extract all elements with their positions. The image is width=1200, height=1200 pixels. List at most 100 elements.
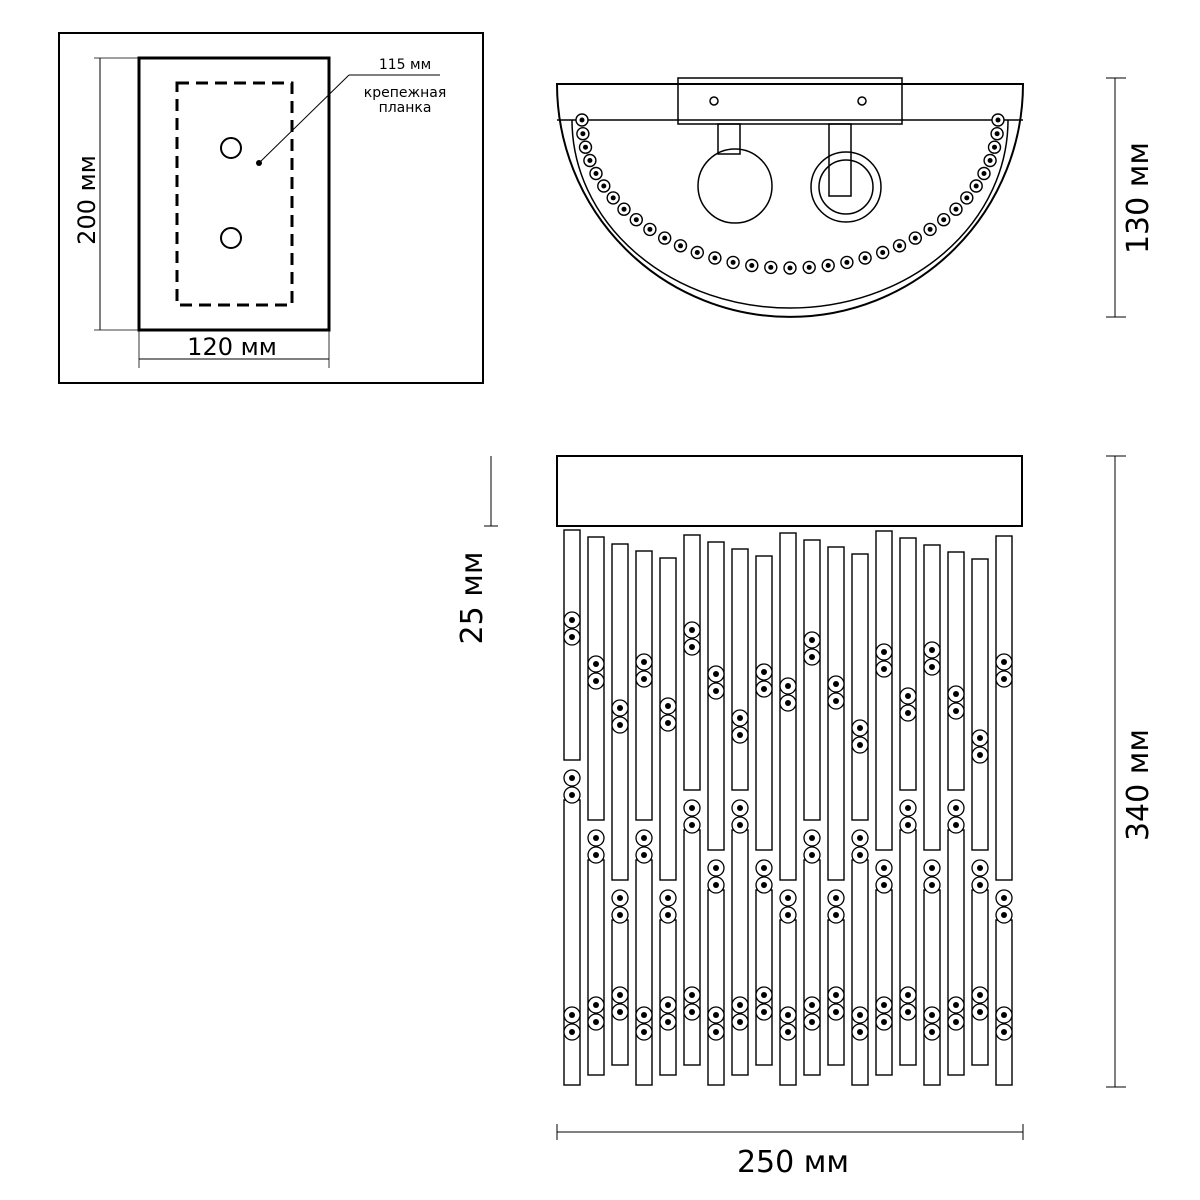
crystal-bead-facet [593, 678, 599, 684]
crystal-bead-facet [569, 1012, 575, 1018]
crystal-bead-facet [857, 742, 863, 748]
crystal-bead-facet [881, 882, 887, 888]
crystal-rod [683, 534, 701, 791]
crystal-bead-facet [713, 882, 719, 888]
crystal-bead-facet [905, 693, 911, 699]
crystal-bead-facet [737, 805, 743, 811]
crystal-rod [971, 889, 989, 1066]
crystal-bead-facet [641, 659, 647, 665]
crystal-bead-facet [809, 835, 815, 841]
crystal-bead-facet [953, 1002, 959, 1008]
bead-facet [694, 250, 700, 255]
crystal-bead-facet [713, 1012, 719, 1018]
bead-facet [583, 144, 588, 150]
plate-caption-line2: планка [379, 100, 432, 116]
bead-facet [601, 183, 607, 189]
bead-facet [593, 171, 599, 176]
crystal-rod [971, 558, 989, 851]
crystal-bead-facet [977, 1009, 983, 1015]
crystal-bead-facet [953, 822, 959, 828]
crystal-bead-facet [1001, 1012, 1007, 1018]
crystal-bead-facet [905, 1009, 911, 1015]
crystal-bead-facet [593, 661, 599, 667]
crystal-bead-facet [665, 912, 671, 918]
bead-facet [953, 206, 959, 212]
crystal-bead-facet [809, 852, 815, 858]
crystal-bead-facet [785, 912, 791, 918]
bead-facet [973, 183, 979, 189]
crystal-bead-facet [737, 1019, 743, 1025]
crystal-bead-facet [809, 654, 815, 660]
crystal-pendants [563, 529, 1013, 1086]
crystal-bead-ring [575, 113, 1005, 275]
crystal-bead-facet [713, 1029, 719, 1035]
plate-size-label: 115 мм [379, 57, 431, 73]
top-view-wall-bracket [677, 77, 903, 125]
crystal-bead-facet [905, 710, 911, 716]
crystal-bead-facet [977, 865, 983, 871]
bead-facet [981, 171, 987, 176]
crystal-bead-facet [761, 865, 767, 871]
crystal-bead-facet [905, 805, 911, 811]
wall-plate-outline [137, 56, 331, 332]
crystal-bead-facet [665, 1002, 671, 1008]
top-view [555, 77, 1126, 318]
mounting-bar-dashed [175, 81, 294, 307]
crystal-bead-facet [905, 822, 911, 828]
crystal-bead-facet [641, 1029, 647, 1035]
crystal-bead-facet [569, 775, 575, 781]
crystal-bead-facet [809, 1002, 815, 1008]
bead-facet [994, 131, 1000, 137]
crystal-bead-facet [617, 705, 623, 711]
bead-facet [964, 195, 970, 201]
crystal-rod [731, 548, 749, 791]
crystal-rod [827, 546, 845, 881]
crystal-bead-facet [977, 882, 983, 888]
bead-facet [992, 144, 997, 150]
crystal-bead-facet [617, 992, 623, 998]
bead-facet [941, 217, 947, 223]
crystal-bead-facet [569, 617, 575, 623]
leader-line [258, 74, 350, 164]
crystal-rod [587, 859, 605, 1076]
front-view [484, 455, 1126, 1140]
crystal-bead-facet [785, 683, 791, 689]
crystal-bead-facet [689, 992, 695, 998]
crystal-rod [779, 919, 797, 1086]
mounting-hole-top [220, 137, 242, 159]
crystal-bead-facet [569, 634, 575, 640]
crystal-bead-facet [929, 1012, 935, 1018]
crystal-rod [635, 859, 653, 1086]
crystal-bead-facet [833, 992, 839, 998]
crystal-bead-facet [929, 647, 935, 653]
lamp-socket-left [697, 148, 773, 224]
bead-facet [897, 243, 902, 249]
lamp-socket-right [810, 151, 882, 223]
crystal-rod [707, 889, 725, 1086]
crystal-bead-facet [953, 1019, 959, 1025]
crystal-bead-facet [881, 666, 887, 672]
crystal-bead-facet [929, 882, 935, 888]
plate-height-label: 200 мм [73, 155, 101, 245]
front-view-base [556, 455, 1023, 527]
crystal-bead-facet [617, 1009, 623, 1015]
crystal-bead-facet [977, 735, 983, 741]
crystal-rod [563, 799, 581, 1086]
crystal-bead-facet [929, 865, 935, 871]
depth-label: 130 мм [1121, 142, 1156, 254]
crystal-bead-facet [809, 637, 815, 643]
bead-facet [749, 263, 755, 268]
crystal-rod [803, 859, 821, 1076]
bead-facet [987, 158, 993, 163]
bead-facet [730, 259, 736, 265]
crystal-bead-facet [665, 703, 671, 709]
crystal-bead-facet [977, 992, 983, 998]
crystal-bead-facet [1001, 676, 1007, 682]
crystal-bead-facet [665, 1019, 671, 1025]
bead-facet [712, 255, 718, 261]
crystal-bead-facet [641, 676, 647, 682]
bracket-screw-right [857, 96, 867, 106]
bead-facet [621, 206, 627, 212]
crystal-bead-facet [593, 1002, 599, 1008]
